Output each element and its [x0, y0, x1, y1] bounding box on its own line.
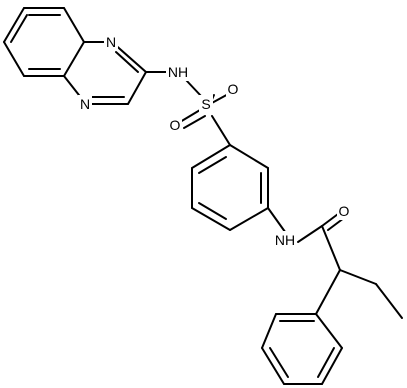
atom-nh-sulfonamide: NH	[166, 63, 190, 81]
atom-n4: N	[78, 95, 92, 113]
amide-group	[267, 207, 345, 271]
svg-text:NH: NH	[168, 64, 188, 80]
sulfonamide-group	[145, 71, 233, 146]
svg-text:O: O	[228, 81, 239, 97]
svg-text:NH: NH	[275, 232, 295, 248]
svg-text:O: O	[170, 117, 181, 133]
phenyl-ring	[261, 269, 343, 385]
atom-n1: N	[104, 33, 118, 51]
atom-nh-amide: NH	[273, 231, 297, 249]
atom-o1: O	[226, 80, 240, 98]
svg-text:O: O	[339, 203, 350, 219]
atom-s: S	[199, 95, 213, 113]
svg-text:N: N	[80, 96, 90, 112]
svg-text:S: S	[201, 96, 210, 112]
svg-text:N: N	[106, 34, 116, 50]
phenylene-ring	[191, 144, 269, 231]
atom-o2: O	[168, 116, 182, 134]
benzo-ring	[3, 7, 85, 77]
pyrazine-ring	[63, 41, 147, 105]
ethyl-chain	[339, 269, 403, 319]
atom-o-carbonyl: O	[337, 202, 351, 220]
